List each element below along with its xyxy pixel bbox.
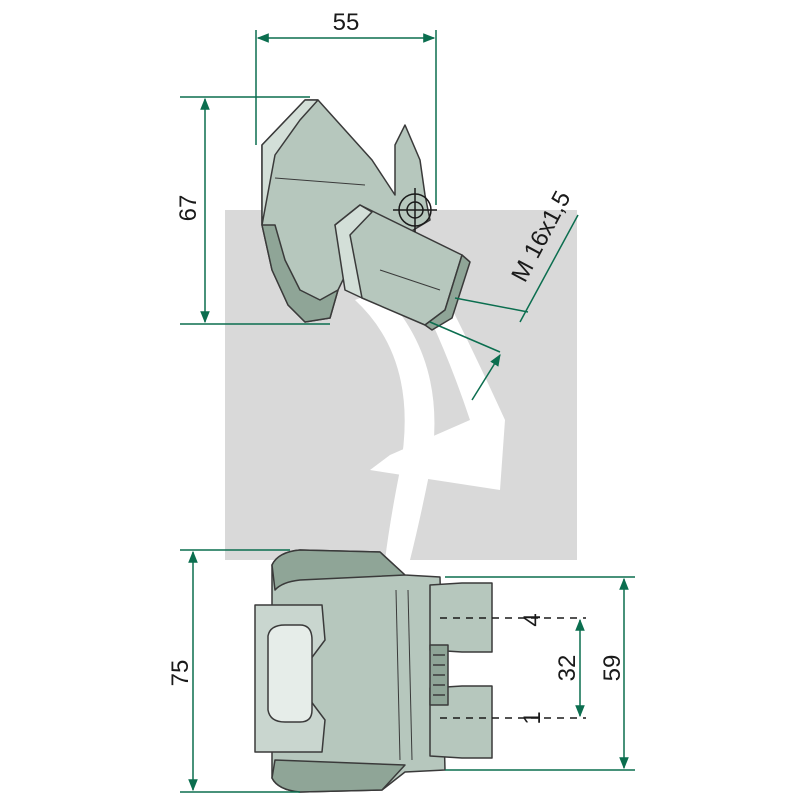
hole-label-4: 4: [519, 613, 546, 626]
dimension-75: 75: [167, 549, 300, 793]
dim-label-32: 32: [554, 655, 581, 682]
dimension-59: 59: [445, 576, 635, 771]
hole-label-1: 1: [519, 711, 546, 724]
dimension-67: 67: [175, 96, 330, 325]
dim-label-75: 75: [167, 660, 194, 687]
dim-label-55: 55: [333, 9, 360, 36]
dim-label-59: 59: [599, 655, 626, 682]
top-view-part: [261, 99, 471, 331]
dim-label-67: 67: [175, 195, 202, 222]
dimension-32: 32: [554, 618, 585, 718]
hole-centerlines: [440, 617, 586, 719]
pivot-hole-symbol: [393, 188, 437, 232]
dimension-55: 55: [255, 9, 437, 205]
bottom-view-part: [254, 549, 493, 793]
